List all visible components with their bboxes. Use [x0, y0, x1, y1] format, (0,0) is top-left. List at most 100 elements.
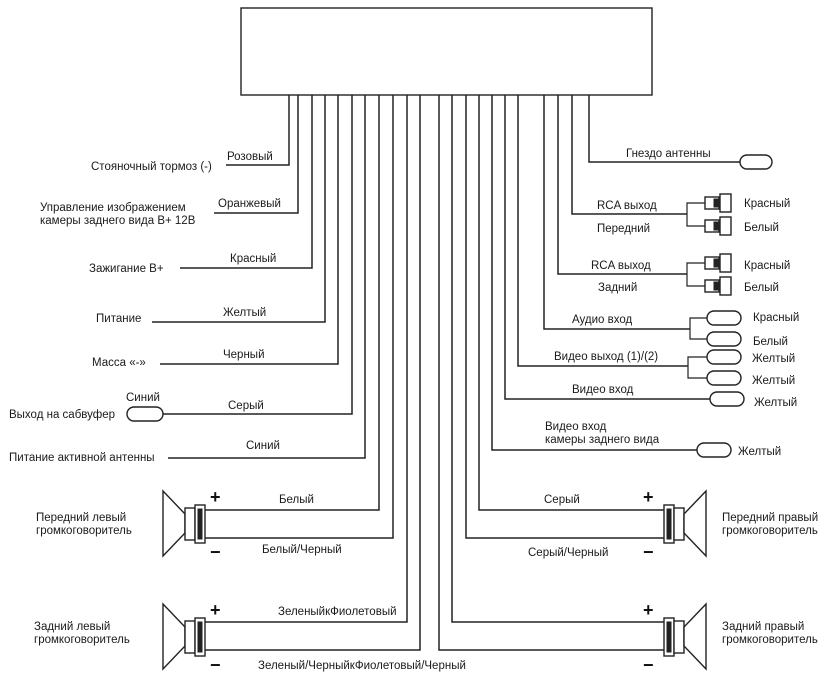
- wire-front-left-plus: [205, 95, 380, 511]
- label-ground: Масса «-»: [92, 357, 146, 369]
- label-audio-input: Аудио вход: [572, 314, 633, 326]
- wire-subwoofer: [163, 95, 353, 415]
- wire-label-front-left-minus: Белый/Черный: [262, 544, 342, 556]
- speaker-front-right: + − Серый Серый/Черный Передний правый г…: [528, 487, 818, 562]
- speaker-name-rear-left-2: громкоговоритель: [34, 634, 130, 646]
- color-rca-rear-2: Белый: [744, 282, 779, 294]
- color-video-output-1: Желтый: [752, 353, 795, 365]
- wire-label-front-right-plus: Серый: [544, 494, 580, 506]
- minus-sign-rear-left: −: [210, 655, 221, 675]
- color-rca-rear-1: Красный: [744, 260, 790, 272]
- right-wires: Видео вход камеры заднего вида Желтый Ви…: [491, 95, 799, 458]
- wire-color-subwoofer: Серый: [228, 400, 264, 412]
- wire-antenna: [588, 95, 740, 163]
- wire-rca-front: [571, 95, 687, 215]
- wire-camera-control: [214, 95, 299, 214]
- speaker-name-front-left-1: Передний левый: [36, 512, 126, 524]
- sublabel-rca-front: Передний: [597, 223, 650, 235]
- minus-sign-front-left: −: [210, 542, 221, 562]
- wire-color-parking-brake: Розовый: [227, 151, 273, 163]
- wire-color-ground: Черный: [223, 349, 265, 361]
- label-parking-brake: Стояночный тормоз (-): [91, 161, 212, 173]
- video-input-plug: [709, 391, 745, 407]
- plus-sign-rear-left: +: [210, 600, 221, 620]
- wire-front-right-plus: [478, 95, 664, 511]
- plus-sign-front-left: +: [210, 487, 221, 507]
- camera-input-plug: [696, 442, 732, 458]
- wire-parking-brake: [226, 95, 290, 166]
- rca-front-connector-1: [704, 193, 732, 213]
- wire-label-rear-minus: Зеленый/ЧерныйкФиолетовый/Черный: [258, 660, 466, 672]
- speaker-name-rear-left-1: Задний левый: [34, 621, 110, 633]
- minus-sign-rear-right: −: [643, 655, 654, 675]
- label-rca-front: RCA выход: [597, 200, 657, 212]
- audio-input-plug-2: [706, 331, 742, 347]
- rca-front-connector-2: [704, 216, 732, 236]
- wire-front-left-minus: [205, 95, 394, 539]
- wire-audio-input: [543, 95, 690, 330]
- speaker-name-front-right-1: Передний правый: [722, 512, 818, 524]
- left-speaker-wires: [205, 95, 421, 651]
- antenna-plug: [739, 154, 773, 170]
- wire-color-camera-control: Оранжевый: [218, 198, 281, 210]
- wire-color-power: Желтый: [223, 307, 266, 319]
- wire-label-front-right-minus: Серый/Черный: [528, 547, 608, 559]
- color-rca-front-1: Красный: [744, 198, 790, 210]
- audio-input-plug-1: [706, 310, 742, 326]
- right-speaker-wires: [438, 95, 664, 651]
- color-audio-input-1: Красный: [753, 312, 799, 324]
- wire-video-input: [504, 95, 710, 400]
- sublabel-rca-rear: Задний: [598, 282, 637, 294]
- subwoofer-plug: [126, 406, 164, 422]
- plus-sign-rear-right: +: [643, 600, 654, 620]
- wire-label-rear-plus: ЗеленыйкФиолетовый: [278, 606, 397, 618]
- speaker-name-front-left-2: громкоговоритель: [36, 525, 132, 537]
- label-camera-control-1: Управление изображением: [40, 202, 186, 214]
- label-power: Питание: [96, 313, 141, 325]
- label-antenna: Гнездо антенны: [626, 148, 711, 160]
- wire-rear-right-minus: [438, 95, 664, 651]
- wire-ignition: [180, 95, 313, 269]
- wire-antenna-power: [168, 95, 366, 459]
- label-camera-control-2: камеры заднего вида B+ 12В: [40, 215, 196, 227]
- wire-front-right-minus: [465, 95, 664, 539]
- label-subwoofer: Выход на сабвуфер: [9, 409, 115, 421]
- wire-rear-left-plus: [205, 95, 408, 623]
- wire-power: [152, 95, 326, 323]
- wire-rear-left-minus: [205, 95, 421, 651]
- label-rca-rear: RCA выход: [591, 260, 651, 272]
- speaker-rear-right: + − Задний правый громкоговоритель: [643, 600, 818, 675]
- split-audio-input: [689, 317, 707, 340]
- wire-color-antenna-power: Синий: [246, 440, 280, 452]
- speaker-rear-left: + − Задний левый громкоговоритель: [34, 600, 221, 675]
- split-rca-front: [686, 202, 705, 227]
- wire-rear-right-plus: [451, 95, 664, 623]
- label-ignition: Зажигание B+: [89, 263, 164, 275]
- wire-color-ignition: Красный: [230, 253, 276, 265]
- video-output-plug-2: [706, 370, 742, 386]
- plus-sign-front-right: +: [643, 487, 654, 507]
- left-wires: Розовый Стояночный тормоз (-) Оранжевый …: [9, 95, 366, 464]
- label-video-input: Видео вход: [572, 384, 634, 396]
- rca-rear-connector-2: [704, 276, 732, 296]
- label-camera-input-2: камеры заднего вида: [545, 434, 660, 446]
- speaker-front-left: + − Белый Белый/Черный Передний левый гр…: [36, 487, 342, 562]
- head-unit-block: [240, 7, 653, 96]
- speaker-name-front-right-2: громкоговоритель: [722, 525, 818, 537]
- color-rca-front-2: Белый: [744, 222, 779, 234]
- wire-camera-input: [491, 95, 697, 451]
- minus-sign-front-right: −: [643, 542, 654, 562]
- split-rca-rear: [686, 262, 705, 287]
- color-camera-input: Желтый: [738, 446, 781, 458]
- plug-color-subwoofer: Синий: [126, 392, 160, 404]
- color-video-input: Желтый: [754, 397, 797, 409]
- wire-ground: [160, 95, 339, 365]
- wire-label-front-left-plus: Белый: [279, 494, 314, 506]
- video-output-plug-1: [706, 349, 742, 365]
- label-video-output: Видео выход (1)/(2): [554, 351, 658, 363]
- color-audio-input-2: Белый: [753, 336, 788, 348]
- color-video-output-2: Желтый: [752, 375, 795, 387]
- label-antenna-power: Питание активной антенны: [9, 452, 155, 464]
